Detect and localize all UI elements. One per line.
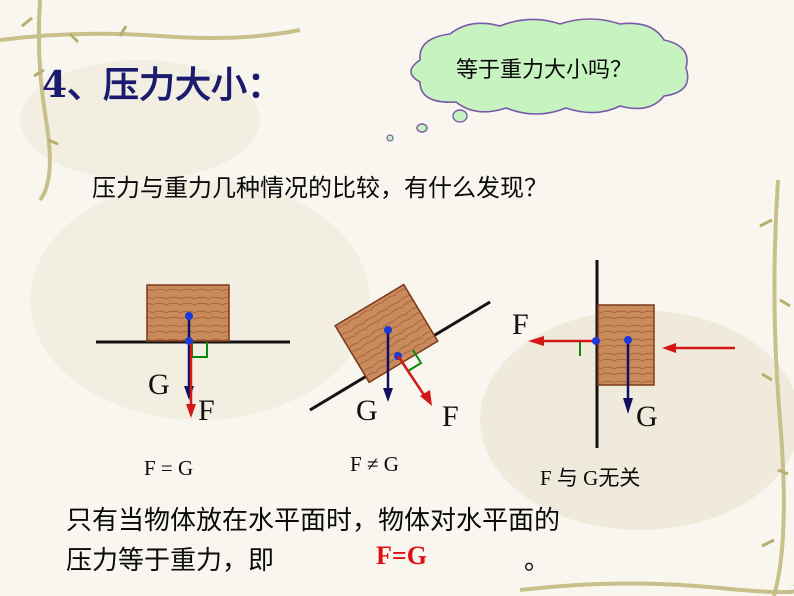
label-g: G: [356, 394, 378, 427]
diagram-horizontal: G F: [96, 284, 290, 427]
diagram-incline: G F: [309, 283, 491, 433]
slide-title: 4、压力大小：: [42, 64, 284, 106]
label-f: F: [512, 308, 529, 341]
pressure-arrow: [186, 404, 196, 418]
pressure-arrow: [420, 390, 432, 406]
caption-wall: F 与 G无关: [540, 466, 641, 490]
diagram-wall: F G: [512, 260, 735, 448]
question-text: 压力与重力几种情况的比较，有什么发现？: [92, 174, 548, 202]
conclusion-period: 。: [524, 546, 551, 576]
label-f: F: [198, 394, 215, 427]
bubble-text: 等于重力大小吗？: [456, 58, 633, 83]
label-f: F: [442, 400, 459, 433]
pressure-arrow: [528, 336, 544, 346]
conclusion-line-1: 只有当物体放在水平面时，物体对水平面的: [66, 506, 561, 536]
conclusion-answer: F=G: [376, 541, 427, 570]
gravity-arrow: [623, 398, 633, 414]
push-arrow: [662, 343, 676, 353]
block: [597, 304, 655, 386]
gravity-arrow: [383, 388, 393, 402]
label-g: G: [636, 400, 658, 433]
thought-bubble: [410, 18, 689, 115]
label-g: G: [148, 368, 170, 401]
conclusion-line-2: 压力等于重力，即: [66, 546, 275, 576]
caption-incline: F ≠ G: [350, 452, 399, 476]
caption-horizontal: F = G: [144, 456, 194, 480]
